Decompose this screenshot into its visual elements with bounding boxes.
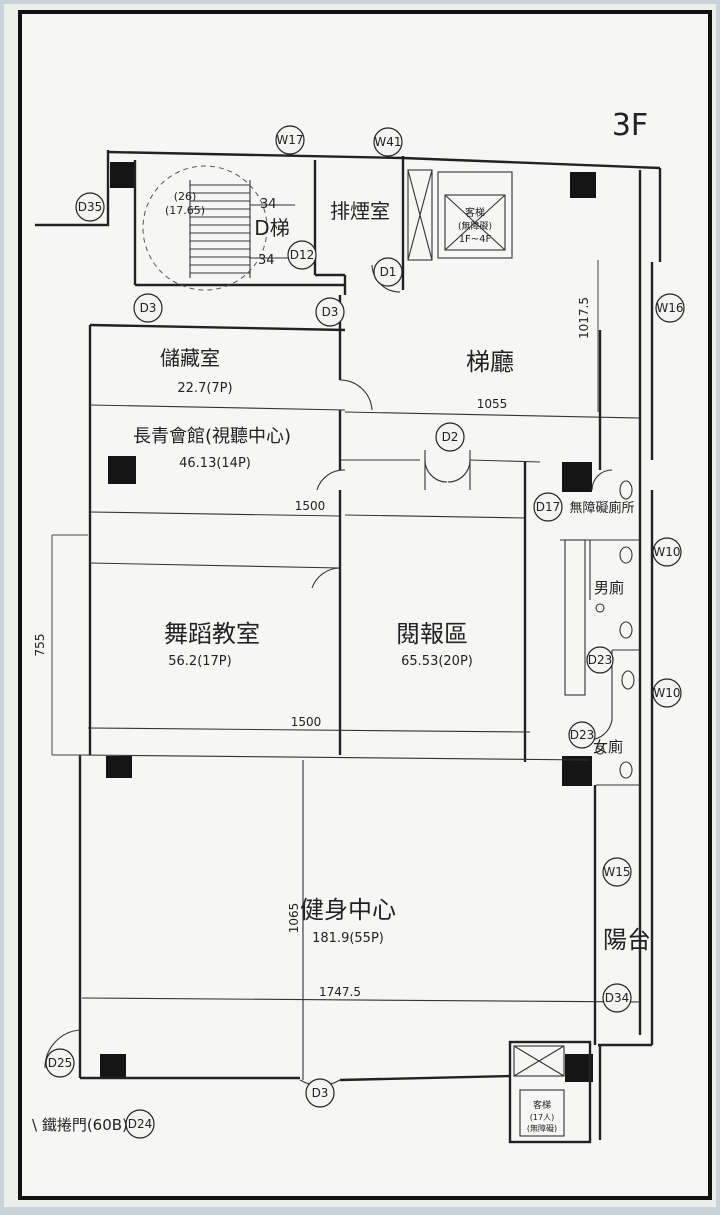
- top-block-walls: [35, 150, 662, 295]
- smoke-room-label: 排煙室: [330, 199, 390, 223]
- tag-w15: W15: [602, 857, 632, 887]
- svg-text:W15: W15: [603, 865, 630, 879]
- storage-area: 22.7(7P): [177, 381, 232, 396]
- stair-treads: [189, 180, 295, 278]
- tag-d34: D34: [602, 983, 632, 1013]
- band-width-mid-dim: 1500: [291, 715, 322, 729]
- double-door-d2: [424, 450, 471, 490]
- rolling-door-note: \ 鐵捲門(60B): [32, 1116, 128, 1134]
- lobby-label: 梯廳: [466, 348, 514, 376]
- tag-w16: W16: [655, 293, 685, 323]
- tag-d35: D35: [75, 192, 105, 222]
- senior-center-area: 46.13(14P): [179, 456, 251, 471]
- tag-w10-top: W10: [652, 537, 682, 567]
- main-elevator: [437, 171, 513, 259]
- dance-room-area: 56.2(17P): [168, 654, 231, 669]
- tag-d3-mid: D3: [315, 297, 345, 327]
- dance-room-label: 舞蹈教室: [164, 620, 260, 648]
- stair-up-note: 34: [260, 197, 277, 212]
- gym-walls: [44, 755, 641, 1086]
- tag-w41: W41: [373, 127, 403, 157]
- svg-text:W17: W17: [276, 133, 303, 147]
- drawing-frame: [18, 10, 712, 1200]
- svg-text:D12: D12: [290, 248, 315, 262]
- svg-text:D24: D24: [128, 1117, 153, 1131]
- accessible-restroom-label: 無障礙廁所: [569, 500, 634, 516]
- reading-area-area: 65.53(20P): [401, 654, 473, 669]
- middle-walls: [79, 170, 654, 1047]
- tag-w17: W17: [275, 125, 305, 155]
- stair-swing-circle: [142, 165, 268, 291]
- gym-height-dim: 1065: [287, 903, 301, 934]
- tag-d17: D17: [533, 492, 563, 522]
- svg-text:D17: D17: [536, 500, 561, 514]
- column: [562, 756, 592, 786]
- toilet-fixtures: [595, 480, 635, 779]
- mens-restroom-label: 男廁: [594, 579, 624, 597]
- tag-d23-low: D23: [568, 721, 596, 749]
- gym-width-dim: 1747.5: [319, 985, 361, 999]
- column: [108, 456, 136, 484]
- left-span-dim: 755: [33, 634, 47, 657]
- column: [100, 1054, 126, 1078]
- svg-text:W41: W41: [374, 135, 401, 149]
- dance-door-swing: [311, 567, 341, 589]
- svg-text:W16: W16: [656, 301, 683, 315]
- shaft: [407, 169, 433, 261]
- balcony-label: 陽台: [603, 926, 651, 954]
- elevator-range-label: 1F~4F: [459, 234, 492, 245]
- svg-text:D2: D2: [442, 430, 459, 444]
- storage-label: 儲藏室: [160, 346, 220, 370]
- svg-text:D25: D25: [48, 1056, 73, 1070]
- small-elevator-label: 客梯: [533, 1099, 551, 1111]
- reading-area-label: 閱報區: [396, 620, 468, 648]
- column: [106, 756, 132, 778]
- column: [562, 462, 592, 492]
- stair-height-note: (17.65): [165, 204, 205, 217]
- small-elevator: [508, 1040, 602, 1144]
- column: [565, 1054, 593, 1082]
- lobby-height-dim: 1017.5: [577, 297, 591, 339]
- tag-d1: D1: [373, 257, 403, 287]
- stair-count-note: (26): [174, 190, 197, 203]
- stair-down-note: 34: [258, 253, 275, 268]
- tag-d3-left: D3: [133, 293, 163, 323]
- tag-w10-bottom: W10: [652, 678, 682, 708]
- svg-text:D23: D23: [588, 653, 613, 667]
- svg-text:W10: W10: [653, 545, 680, 559]
- svg-text:D34: D34: [605, 991, 630, 1005]
- svg-text:D3: D3: [322, 305, 339, 319]
- small-elevator-capacity: (17人): [530, 1113, 554, 1122]
- tag-d2: D2: [435, 422, 465, 452]
- svg-text:D23: D23: [570, 728, 595, 742]
- lobby-width-dim: 1055: [477, 397, 508, 411]
- center-door-swing: [316, 469, 346, 491]
- storage-door-swing: [339, 379, 373, 411]
- senior-center-label: 長青會館(視聽中心): [133, 426, 291, 447]
- tag-d23-mid: D23: [586, 646, 614, 674]
- svg-text:D3: D3: [140, 301, 157, 315]
- svg-text:D1: D1: [380, 265, 397, 279]
- floor-label: 3F: [612, 108, 648, 143]
- small-elevator-sub: (無障礙): [527, 1123, 557, 1133]
- column: [110, 162, 134, 188]
- tag-d24: D24: [125, 1109, 155, 1139]
- tag-d25: D25: [45, 1048, 75, 1078]
- stair-label: D梯: [254, 216, 289, 240]
- svg-text:D3: D3: [312, 1086, 329, 1100]
- svg-text:W10: W10: [653, 686, 680, 700]
- dimension-lines: [51, 260, 599, 756]
- svg-text:D35: D35: [78, 200, 103, 214]
- elevator-sub-label: (無障礙): [458, 220, 492, 232]
- tag-d3-bottom: D3: [305, 1078, 335, 1108]
- tag-d12: D12: [287, 240, 317, 270]
- womens-restroom-label: 女廁: [593, 738, 623, 756]
- band-width-top-dim: 1500: [295, 499, 326, 513]
- gym-label: 健身中心: [300, 896, 396, 924]
- elevator-label: 客梯: [465, 206, 485, 219]
- column: [570, 172, 596, 198]
- gym-area: 181.9(55P): [312, 931, 384, 946]
